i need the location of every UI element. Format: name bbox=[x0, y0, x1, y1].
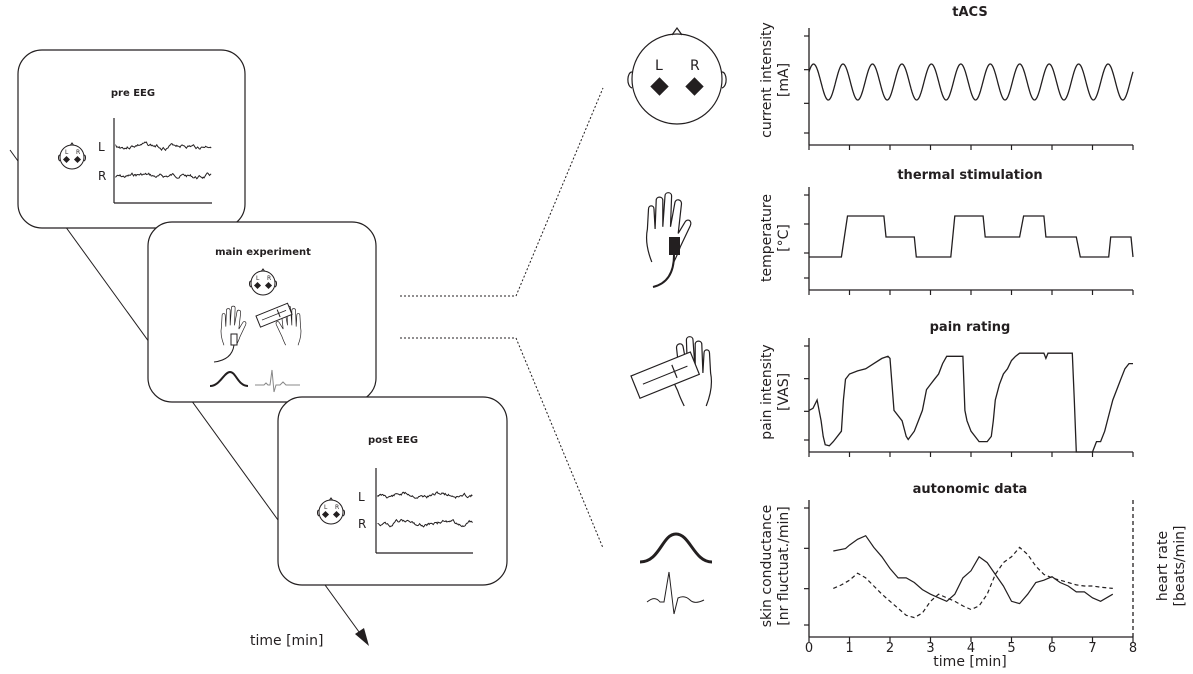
pre-eeg-title: pre EEG bbox=[111, 88, 155, 99]
x-tick-label: 6 bbox=[1048, 641, 1056, 656]
ylabel-tacs: current intensity [mA] bbox=[759, 22, 792, 138]
connector-upper bbox=[400, 87, 604, 297]
x-axis-label: time [min] bbox=[933, 654, 1006, 670]
channel-label-left: L bbox=[98, 140, 105, 154]
eeg-trace-right bbox=[115, 172, 212, 180]
x-tick-label: 2 bbox=[886, 641, 894, 656]
series-heart-rate bbox=[833, 546, 1113, 619]
panel-pain bbox=[804, 338, 1134, 457]
series-tacs bbox=[808, 63, 1134, 101]
hand-vas-large-icon bbox=[630, 336, 713, 407]
x-tick-label: 8 bbox=[1129, 641, 1137, 656]
x-tick-label: 1 bbox=[845, 641, 853, 656]
panel-tacs bbox=[804, 28, 1134, 150]
head-label-right: R bbox=[335, 504, 339, 511]
ecg-large-icon bbox=[646, 571, 705, 615]
svg-text:heart rate: heart rate bbox=[1155, 531, 1171, 601]
head-label-right: R bbox=[76, 149, 80, 156]
x-tick-label: 4 bbox=[967, 641, 975, 656]
hand-thermode-large-icon bbox=[645, 192, 692, 288]
electrode-left bbox=[62, 155, 71, 164]
svg-text:pain intensity: pain intensity bbox=[759, 344, 775, 439]
svg-text:[°C]: [°C] bbox=[776, 224, 792, 252]
timeline-label: time [min] bbox=[250, 633, 323, 649]
electrode-left bbox=[321, 510, 330, 519]
electrode-right bbox=[73, 155, 82, 164]
ylabel-autonomic: skin conductance [nr fluctuat./min] bbox=[759, 505, 792, 627]
head-label-left: L bbox=[655, 58, 663, 74]
svg-text:[nr fluctuat./min]: [nr fluctuat./min] bbox=[776, 506, 792, 625]
panel-title-thermal: thermal stimulation bbox=[897, 168, 1042, 183]
svg-text:temperature: temperature bbox=[759, 194, 775, 282]
head-label-right: R bbox=[267, 275, 271, 282]
skin-conductance-icon bbox=[209, 370, 249, 387]
main-experiment-title: main experiment bbox=[215, 247, 311, 258]
thermode-large-icon bbox=[669, 237, 680, 255]
large-head-icon: L R bbox=[627, 26, 727, 125]
electrode-right bbox=[332, 510, 341, 519]
signal-panels bbox=[804, 28, 1134, 642]
head-label-right: R bbox=[690, 58, 700, 74]
zoom-connectors bbox=[400, 87, 604, 549]
thermode-cable bbox=[213, 344, 235, 363]
head-label-left: L bbox=[324, 504, 328, 511]
eeg-trace-left bbox=[115, 141, 212, 152]
series-skin-conductance bbox=[833, 534, 1114, 605]
x-tick-label: 0 bbox=[805, 641, 813, 656]
thermode-icon bbox=[230, 333, 238, 346]
panel-title-pain: pain rating bbox=[930, 320, 1011, 335]
electrode-right bbox=[685, 77, 704, 96]
x-tick-label: 7 bbox=[1088, 641, 1096, 656]
x-tick-labels: 0 1 2 3 4 5 6 7 8 bbox=[805, 641, 1137, 656]
panel-thermal bbox=[804, 187, 1134, 295]
thermode-large-cable bbox=[652, 254, 675, 288]
post-eeg-title: post EEG bbox=[368, 435, 418, 446]
series-pain bbox=[808, 352, 1133, 453]
electrode-left bbox=[253, 281, 262, 290]
head-label-left: L bbox=[256, 275, 260, 282]
channel-label-left: L bbox=[358, 490, 365, 504]
series-thermal bbox=[809, 215, 1134, 258]
svg-text:[mA]: [mA] bbox=[776, 63, 792, 97]
eeg-trace-left bbox=[377, 491, 473, 500]
channel-label-right: R bbox=[358, 517, 366, 531]
timeline-arrowhead bbox=[355, 628, 369, 646]
vas-slider-icon bbox=[255, 302, 293, 328]
vas-slider-large-icon bbox=[630, 351, 701, 400]
ylabel-pain: pain intensity [VAS] bbox=[759, 344, 792, 439]
svg-text:[VAS]: [VAS] bbox=[776, 373, 792, 411]
panel-autonomic bbox=[804, 500, 1134, 642]
x-tick-label: 3 bbox=[926, 641, 934, 656]
eeg-trace-right bbox=[377, 518, 473, 528]
panel-title-tacs: tACS bbox=[952, 5, 987, 20]
ecg-icon bbox=[255, 369, 300, 393]
channel-label-right: R bbox=[98, 169, 106, 183]
connector-lower bbox=[400, 337, 604, 549]
electrode-left bbox=[650, 77, 669, 96]
panel-title-autonomic: autonomic data bbox=[913, 482, 1028, 497]
svg-text:[beats/min]: [beats/min] bbox=[1172, 526, 1188, 607]
head-label-left: L bbox=[65, 149, 69, 156]
electrode-right bbox=[264, 281, 273, 290]
ylabel-autonomic-right: heart rate [beats/min] bbox=[1155, 526, 1188, 607]
skin-conductance-large-icon bbox=[639, 532, 713, 564]
svg-text:skin conductance: skin conductance bbox=[759, 505, 775, 627]
x-tick-label: 5 bbox=[1007, 641, 1015, 656]
ylabel-thermal: temperature [°C] bbox=[759, 194, 792, 282]
hand-thermode-icon bbox=[220, 305, 247, 346]
svg-text:current intensity: current intensity bbox=[759, 22, 775, 138]
